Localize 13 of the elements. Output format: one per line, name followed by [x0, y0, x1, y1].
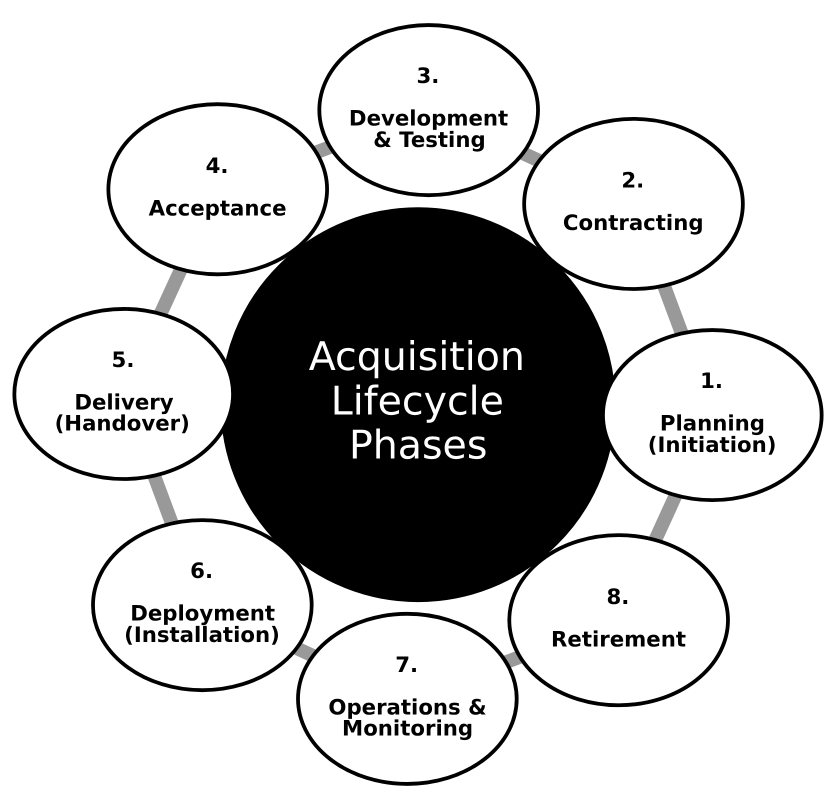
node-ellipse: 4. Acceptance [106, 102, 329, 276]
node-ellipse: 3. Development & Testing [317, 22, 540, 197]
connector [148, 473, 178, 525]
node-ellipse: 7. Operations & Monitoring [296, 611, 519, 786]
connector [314, 140, 332, 158]
connector [294, 642, 316, 662]
node-ellipse: 2. Contracting [522, 116, 745, 290]
connector [504, 650, 522, 668]
connector [520, 146, 542, 166]
node-ellipse: 8. Retirement [507, 532, 730, 707]
node-ellipse: 6. Deployment (Installation) [91, 518, 314, 692]
connector [658, 283, 688, 335]
connector [154, 266, 188, 316]
